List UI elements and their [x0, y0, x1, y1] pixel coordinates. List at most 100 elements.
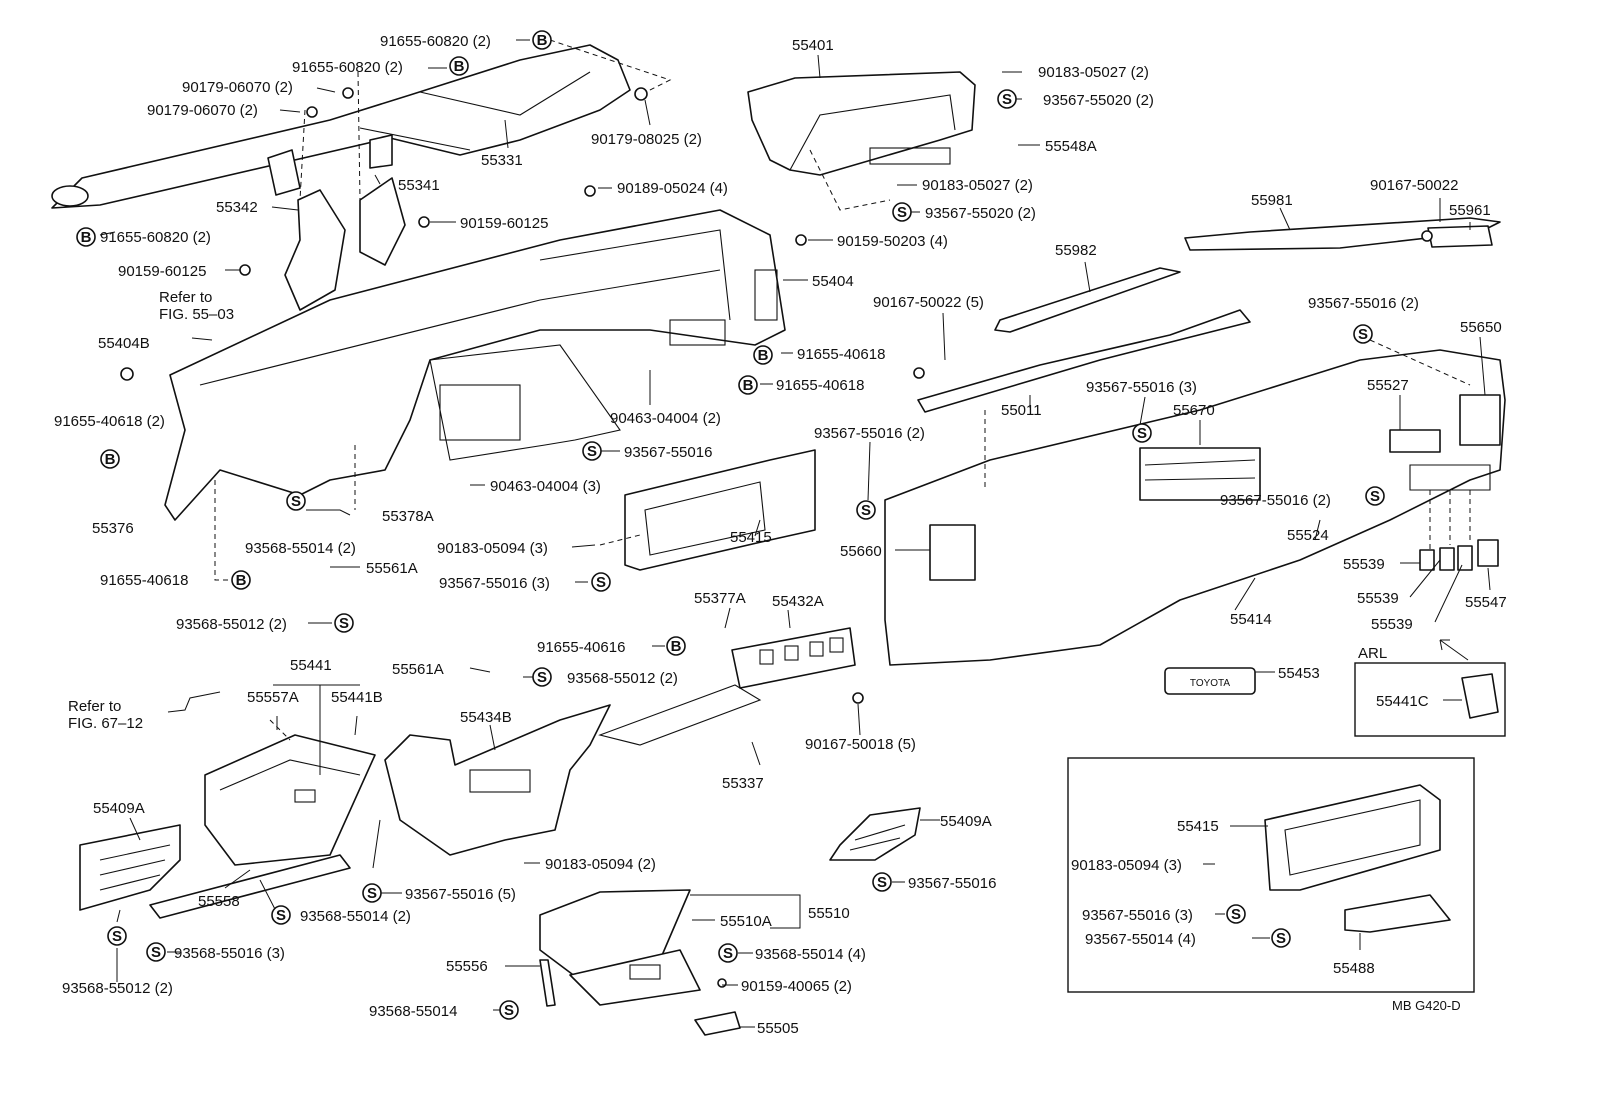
part-label: 55011: [1001, 402, 1042, 419]
instrument-panel-55404: [164, 209, 786, 521]
part-label: 93568-55014 (2): [245, 540, 356, 557]
part-label: 90159-60125: [118, 263, 206, 280]
vent-55409A-right: [829, 807, 921, 861]
part-label: 93568-55014 (4): [755, 946, 866, 963]
part-label: 55453: [1278, 665, 1320, 682]
part-label: 55961: [1449, 202, 1491, 219]
part-label: 93568-55012 (2): [176, 616, 287, 633]
defroster-strips: [917, 217, 1501, 413]
part-label: 90179-06070 (2): [147, 102, 258, 119]
dashed-lines: [214, 39, 1471, 741]
part-label: 55650: [1460, 319, 1502, 336]
part-label: 55376: [92, 520, 134, 537]
marker-b: [666, 636, 686, 656]
part-label: 90167-50018 (5): [805, 736, 916, 753]
part-label: 93567-55016 (2): [1308, 295, 1419, 312]
part-label: 55561A: [392, 661, 444, 678]
marker-b: [100, 449, 120, 469]
part-label: 90183-05094 (2): [545, 856, 656, 873]
badge-55453: TOYOTA: [1164, 667, 1256, 695]
part-label: 93567-55020 (2): [925, 205, 1036, 222]
part-label: 55524: [1287, 527, 1329, 544]
marker-s: [286, 491, 306, 511]
part-label: 91655-40618: [100, 572, 188, 589]
part-label: 91655-40618 (2): [54, 413, 165, 430]
part-label: 91655-40618: [776, 377, 864, 394]
switch-group-55539: [1419, 539, 1499, 571]
marker-s: [718, 943, 738, 963]
part-label: 90183-05094 (3): [1071, 857, 1182, 874]
part-label: 91655-60820 (2): [100, 229, 211, 246]
marker-s: [856, 500, 876, 520]
bracket-55341: [359, 134, 406, 266]
part-label: 93568-55012 (2): [567, 670, 678, 687]
marker-s: [107, 926, 127, 946]
part-label: Refer to: [68, 698, 121, 715]
latch-55505: [694, 1011, 741, 1036]
part-label: 55401: [792, 37, 834, 54]
part-label: 55337: [722, 775, 764, 792]
part-label: 93568-55016 (3): [174, 945, 285, 962]
part-label: 90183-05027 (2): [1038, 64, 1149, 81]
part-label: 93567-55016: [624, 444, 712, 461]
part-label: 55670: [1173, 402, 1215, 419]
marker-s: [872, 872, 892, 892]
part-label: 93567-55016 (5): [405, 886, 516, 903]
marker-s: [146, 942, 166, 962]
part-label: 93567-55016 (3): [1082, 907, 1193, 924]
part-label: 55547: [1465, 594, 1507, 611]
part-label: 55557A: [247, 689, 299, 706]
part-label: 55331: [481, 152, 523, 169]
marker-s: [499, 1000, 519, 1020]
part-label: 91655-40618: [797, 346, 885, 363]
part-label: 55539: [1371, 616, 1413, 633]
marker-s: [1226, 904, 1246, 924]
part-label: 55441C: [1376, 693, 1429, 710]
part-label: 90167-50022 (5): [873, 294, 984, 311]
marker-b: [231, 570, 251, 590]
part-label: 55409A: [940, 813, 992, 830]
part-label: 90463-04004 (2): [610, 410, 721, 427]
part-label: 55415: [1177, 818, 1219, 835]
stay-55556: [539, 959, 556, 1007]
part-label: 55414: [1230, 611, 1272, 628]
marker-b: [76, 227, 96, 247]
fasteners: [120, 87, 1433, 988]
part-label: 90179-08025 (2): [591, 131, 702, 148]
part-label: 55982: [1055, 242, 1097, 259]
bracket-55342: [267, 149, 346, 311]
part-label: 55341: [398, 177, 440, 194]
marker-s: [1353, 324, 1373, 344]
meter-hood-55401: [747, 71, 976, 176]
part-label: 55434B: [460, 709, 512, 726]
marker-s: [892, 202, 912, 222]
part-label: 55404: [812, 273, 854, 290]
inset-box: [1067, 757, 1475, 993]
badge-text: TOYOTA: [1190, 678, 1231, 689]
glove-box-55510: [539, 889, 701, 1006]
part-label: 55415: [730, 529, 772, 546]
strip-55558: [149, 854, 351, 919]
marker-b: [449, 56, 469, 76]
part-label: 55432A: [772, 593, 824, 610]
part-label: ARL: [1358, 645, 1387, 662]
marker-s: [591, 572, 611, 592]
part-label: 90183-05027 (2): [922, 177, 1033, 194]
part-label: 55510: [808, 905, 850, 922]
part-label: 55539: [1343, 556, 1385, 573]
marker-b: [738, 375, 758, 395]
part-label: 90159-40065 (2): [741, 978, 852, 995]
part-label: 90183-05094 (3): [437, 540, 548, 557]
lower-panel-assembly: [884, 349, 1506, 666]
part-label: 55377A: [694, 590, 746, 607]
marker-s: [1365, 486, 1385, 506]
switch-panel-55432A: [731, 627, 856, 689]
part-label: 93567-55016 (2): [1220, 492, 1331, 509]
part-label: 55539: [1357, 590, 1399, 607]
marker-s: [1271, 928, 1291, 948]
part-label: 93567-55020 (2): [1043, 92, 1154, 109]
part-label: 91655-60820 (2): [292, 59, 403, 76]
marker-b: [753, 345, 773, 365]
part-label: 55342: [216, 199, 258, 216]
part-label: 93568-55014: [369, 1003, 457, 1020]
